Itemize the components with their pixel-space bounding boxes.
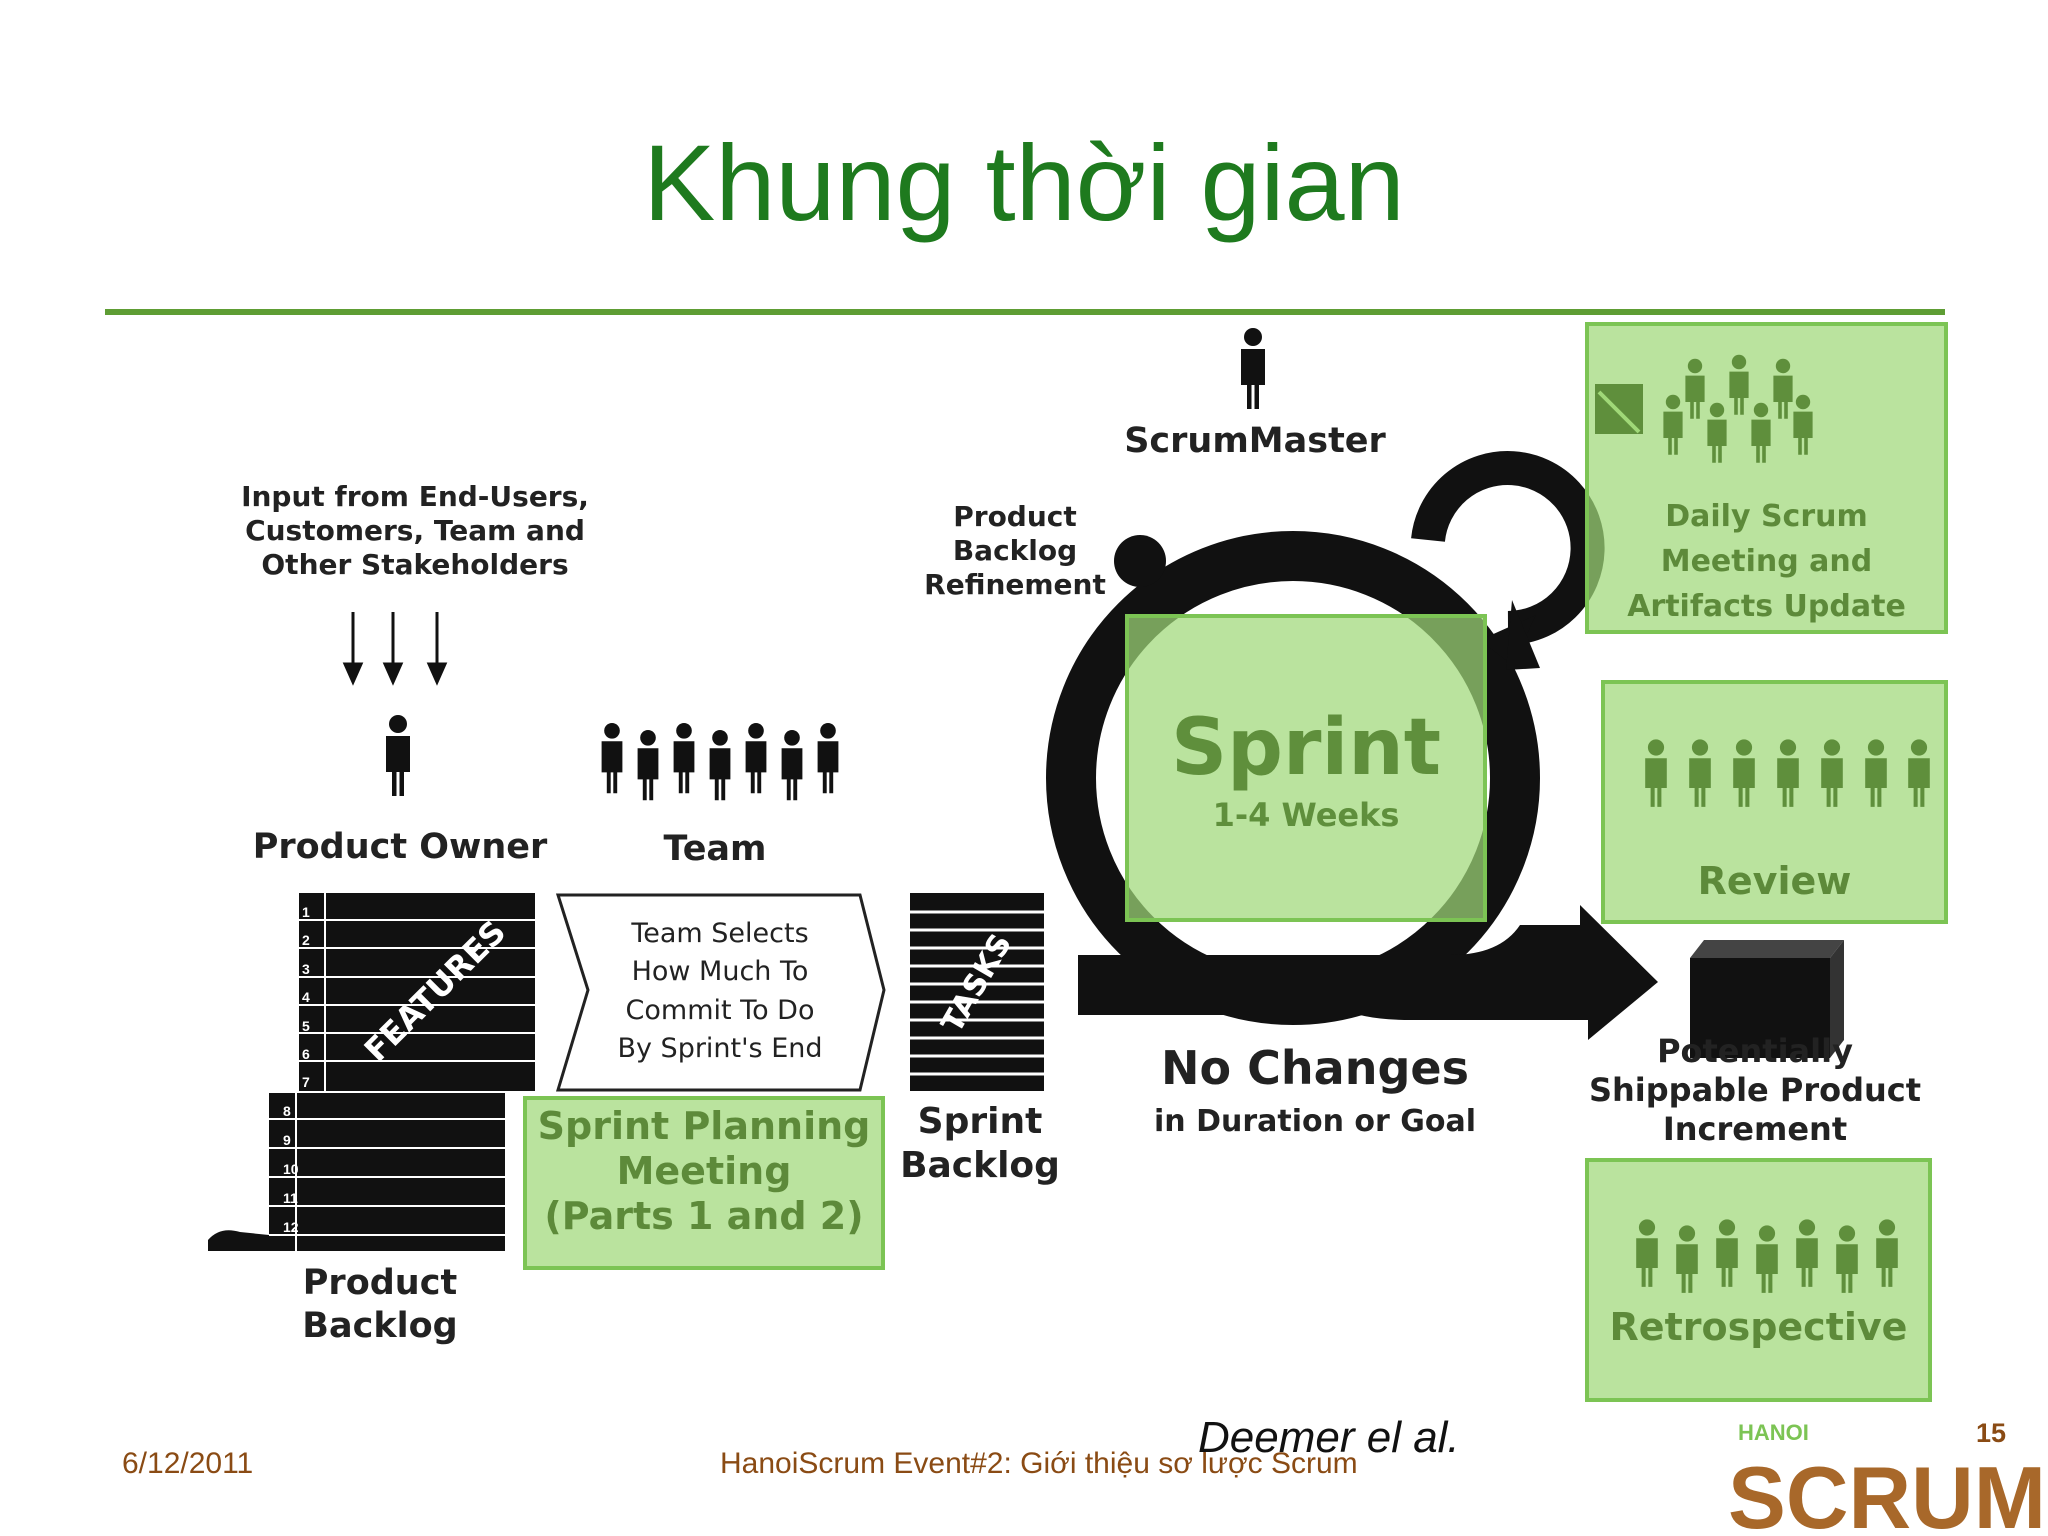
citation: Deemer el al. xyxy=(1198,1413,1460,1462)
team-label: Team xyxy=(663,829,767,869)
input-label: Input from End-Users, Customers, Team an… xyxy=(241,480,589,582)
product-owner-icon xyxy=(386,715,410,796)
input-arrows xyxy=(342,612,448,686)
footer-event-title: HanoiScrum Event#2: Giới thiệu sơ lược S… xyxy=(720,1447,1358,1480)
backlog-stack-lower xyxy=(208,1093,505,1251)
sprint-planning-label: Sprint Planning Meeting (Parts 1 and 2) xyxy=(537,1104,871,1238)
retrospective-people-icon xyxy=(1636,1219,1898,1293)
team-selects-label: Team Selects How Much To Commit To Do By… xyxy=(617,918,823,1064)
sprint-highlight xyxy=(1125,614,1487,922)
backlog-refinement-label: Product Backlog Refinement xyxy=(924,500,1106,602)
sprint-backlog-label: Sprint Backlog xyxy=(900,1101,1060,1186)
title-divider xyxy=(105,309,1945,315)
svg-text:HANOI: HANOI xyxy=(1738,1420,1809,1445)
increment-box-icon xyxy=(1690,940,1844,1058)
daily-scrum-label: Daily Scrum Meeting and Artifacts Update xyxy=(1627,499,1906,624)
page-number: 15 xyxy=(1976,1418,2007,1448)
tasks-stack xyxy=(910,893,1044,1091)
no-changes-sublabel: in Duration or Goal xyxy=(1153,1104,1477,1139)
increment-arrow xyxy=(1078,905,1658,1040)
footer-date: 6/12/2011 xyxy=(122,1447,254,1480)
increment-label: Potentially Shippable Product Increment xyxy=(1588,1032,1922,1149)
team-icon xyxy=(601,723,839,801)
sprint-title: Sprint xyxy=(1170,703,1442,793)
no-changes-label: No Changes xyxy=(1161,1041,1469,1095)
team-selects-chevron xyxy=(555,893,886,1092)
daily-scrum-highlight xyxy=(1585,322,1948,634)
daily-scrum-people-icon xyxy=(1595,354,1813,463)
review-label: Review xyxy=(1697,859,1852,903)
product-backlog-label: Product Backlog xyxy=(302,1263,458,1346)
sprint-duration: 1-4 Weeks xyxy=(1212,796,1400,834)
sprint-planning-highlight xyxy=(523,1096,885,1270)
retrospective-label: Retrospective xyxy=(1609,1305,1908,1349)
slide-title: Khung thời gian xyxy=(643,122,1405,243)
product-owner-label: Product Owner xyxy=(252,827,548,867)
scrummaster-icon xyxy=(1241,328,1265,409)
hanoiscrum-logo: HANOI SCRUM xyxy=(1728,1420,2046,1536)
svg-text:SCRUM: SCRUM xyxy=(1728,1448,2046,1536)
scrummaster-label: ScrumMaster xyxy=(1124,421,1386,461)
features-stack xyxy=(299,893,535,1091)
